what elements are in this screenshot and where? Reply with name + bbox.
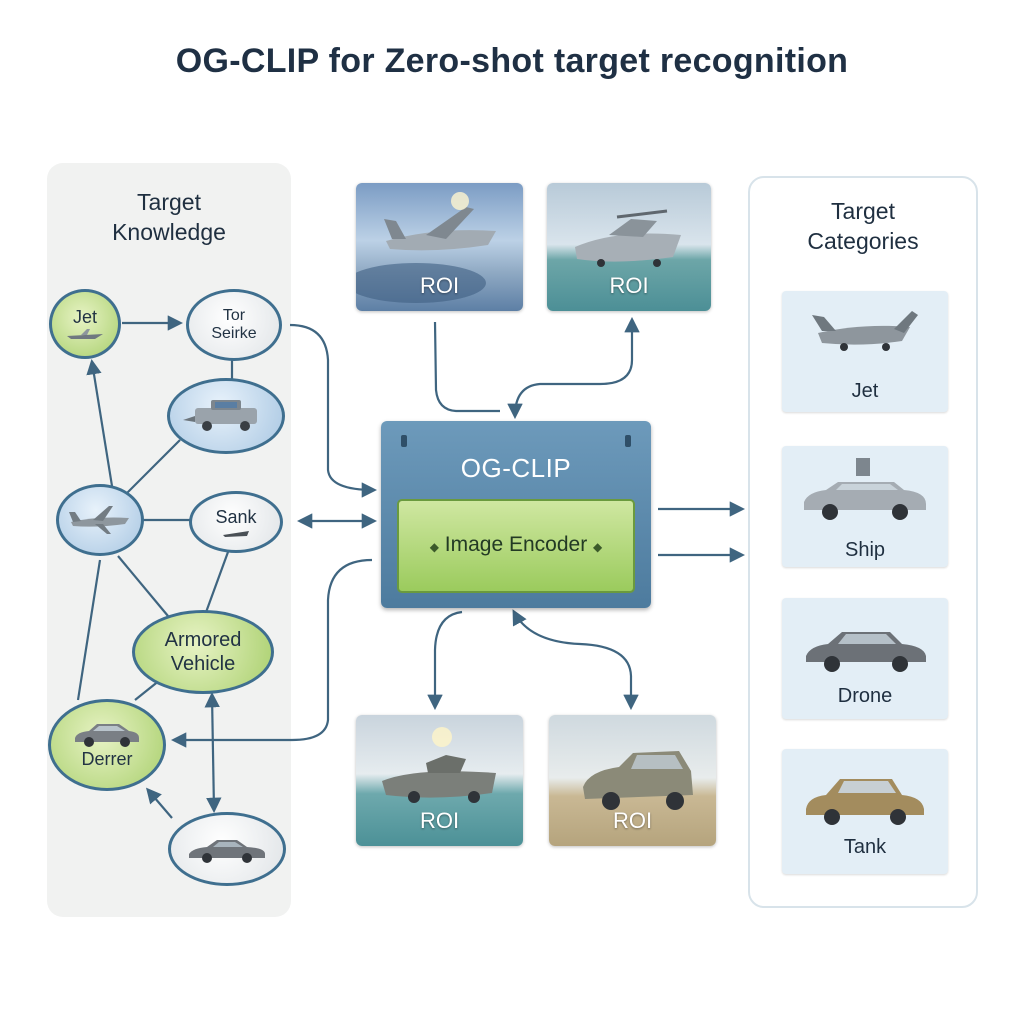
- target-categories-title-line1: Target: [831, 198, 895, 224]
- node-tor-seirke-line2: Seirke: [211, 325, 257, 342]
- node-derrer-label: Derrer: [81, 749, 133, 769]
- target-knowledge-title-line2: Knowledge: [112, 219, 226, 245]
- wire-roi-tl: [433, 321, 500, 413]
- edge-node4-derrer: [76, 559, 102, 701]
- aircraft-icon: [356, 192, 496, 303]
- wire-torseirke-encoder: [289, 323, 378, 498]
- wire-encoder-roi-br: [512, 609, 639, 711]
- image-encoder-label: ◆ Image Encoder ◆: [429, 533, 603, 556]
- category-card-ship: Ship: [782, 446, 948, 567]
- node-jet: Jet: [49, 289, 121, 359]
- target-categories-title-line2: Categories: [807, 228, 919, 254]
- roi-bottom-right-label: ROI: [612, 808, 653, 833]
- roi-bottom-right: ROI: [549, 715, 716, 846]
- roi-bottom-left: ROI: [356, 715, 523, 846]
- wire-roi-tr: [507, 316, 640, 420]
- encoder-corner-tr: [625, 435, 631, 447]
- tank-icon: [223, 531, 249, 537]
- encoder-title: OG-CLIP: [460, 453, 572, 483]
- node-car-bottom: [168, 812, 286, 886]
- edge-jet-up: [86, 358, 114, 487]
- target-knowledge-title: Target Knowledge: [62, 187, 276, 247]
- vehicle-icon: [804, 458, 926, 520]
- node-armored-vehicle-line2: Vehicle: [170, 653, 236, 675]
- edge-node4-node3: [124, 439, 181, 496]
- category-card-drone: Drone: [782, 598, 948, 719]
- armored-truck-icon: [583, 751, 693, 810]
- roi-top-right: ROI: [547, 183, 711, 311]
- edge-sank-armored: [203, 551, 230, 616]
- node-armored-car-top: [167, 378, 285, 454]
- amphibious-vehicle-icon: [382, 727, 496, 803]
- node-sank-label: Sank: [215, 507, 257, 527]
- category-label-jet: Jet: [851, 380, 879, 402]
- aircraft-icon: [69, 506, 129, 534]
- node-derrer: Derrer: [48, 699, 166, 791]
- wire-encoder-derrer: [170, 558, 373, 748]
- wire-encoder-roi-bl: [427, 610, 463, 711]
- node-tor-seirke-label: Tor Seirke: [211, 307, 256, 343]
- category-label-ship: Ship: [844, 539, 886, 561]
- edge-car-derrer: [145, 787, 173, 819]
- node-armored-vehicle-line1: Armored: [164, 629, 242, 651]
- vintage-car-icon: [806, 779, 924, 825]
- encoder-corner-tl: [401, 435, 407, 447]
- node-tor-seirke: Tor Seirke: [186, 289, 282, 361]
- node-armored-vehicle-label: Armored Vehicle: [165, 628, 242, 676]
- node-jet-label: Jet: [72, 307, 97, 327]
- jet-icon: [67, 329, 103, 339]
- target-knowledge-title-line1: Target: [137, 189, 201, 215]
- category-card-tank: Tank: [782, 749, 948, 874]
- edge-armored-car: [204, 691, 222, 814]
- hovercraft-icon: [575, 209, 681, 267]
- car-icon: [806, 632, 926, 672]
- image-encoder-label-text: Image Encoder: [444, 533, 588, 556]
- jet-icon: [812, 311, 918, 351]
- sports-car-icon: [189, 840, 265, 863]
- armored-car-icon: [183, 400, 257, 431]
- roi-bottom-left-label: ROI: [419, 808, 460, 833]
- category-label-drone: Drone: [837, 685, 893, 707]
- node-armored-vehicle: Armored Vehicle: [132, 610, 274, 694]
- node-tor-seirke-line1: Tor: [222, 307, 246, 324]
- roi-top-left: ROI: [356, 183, 523, 311]
- roi-top-left-label: ROI: [419, 273, 460, 298]
- category-card-jet: Jet: [782, 291, 948, 412]
- roi-top-right-label: ROI: [609, 273, 649, 298]
- og-clip-encoder-block: OG-CLIP ◆ Image Encoder ◆: [381, 421, 651, 608]
- node-sank: Sank: [189, 491, 283, 553]
- image-encoder-block: ◆ Image Encoder ◆: [397, 499, 635, 593]
- target-categories-title: Target Categories: [760, 196, 966, 256]
- edge-node4-armored: [117, 555, 169, 617]
- category-label-tank: Tank: [843, 836, 887, 858]
- node-aircraft: [56, 484, 144, 556]
- diagram-title: OG-CLIP for Zero-shot target recognition: [175, 42, 849, 80]
- car-icon: [75, 724, 139, 747]
